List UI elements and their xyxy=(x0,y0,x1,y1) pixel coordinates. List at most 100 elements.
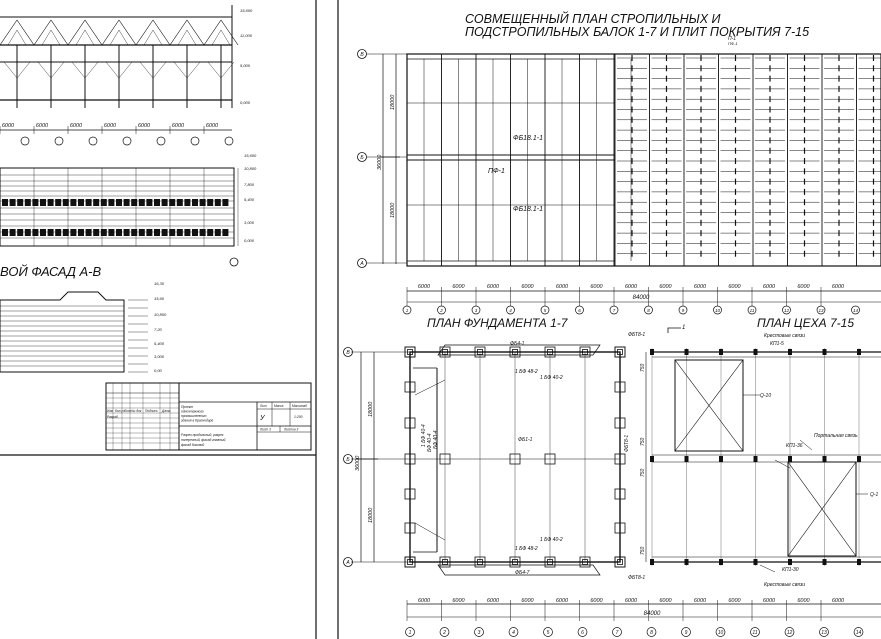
tb-desc-1: Разрез продольный, разрез xyxy=(181,433,224,437)
bottom-axis-col: 13 xyxy=(821,630,827,636)
tb-mass-hdr: Масса xyxy=(274,404,284,408)
truss-web xyxy=(16,29,27,46)
facade-window xyxy=(70,229,77,236)
side-elev-6: 3,000 xyxy=(154,354,165,359)
facade-window xyxy=(40,229,46,236)
found-pad-edge xyxy=(614,488,626,500)
roof-label-fb-2: ФБ18.1-1 xyxy=(513,206,543,213)
roof-dim-span: 6000 xyxy=(418,284,431,290)
bottom-axis-col: 2 xyxy=(442,630,446,636)
found-label-bf-top1: 1 БФ 48-2 xyxy=(515,369,538,375)
roof-dim-span: 6000 xyxy=(556,284,569,290)
brace xyxy=(207,61,222,79)
bottom-dim-span: 6000 xyxy=(556,598,569,604)
roof-axis-col: 10 xyxy=(715,308,721,313)
truss-web xyxy=(41,29,52,46)
facade-window xyxy=(78,229,84,236)
facade-window xyxy=(32,199,39,206)
facade-window xyxy=(154,199,160,206)
found-label-fb4-bot: ФБ4-7 xyxy=(515,570,530,576)
found-pad-core xyxy=(547,559,553,565)
roof-row-axes xyxy=(357,49,407,268)
side-elev-1: 16,30 xyxy=(154,281,165,286)
roof-axis-col: 6 xyxy=(578,308,581,313)
roof-dim-v-2: 18000 xyxy=(390,202,396,218)
facade-window xyxy=(169,199,176,206)
found-pad-core xyxy=(477,559,483,565)
section-cut-mark xyxy=(667,327,681,333)
side-elevation-marks: 16,30 15,60 10,800 7,20 5,400 3,000 0,00 xyxy=(154,281,167,373)
roof-axis-row-b: Б xyxy=(360,155,364,161)
truss-chord xyxy=(0,19,18,46)
roof-dim-span: 6000 xyxy=(521,284,534,290)
roof-dim-span: 6000 xyxy=(487,284,500,290)
shop-label-q1: Q-1 xyxy=(870,492,879,498)
truss-chord xyxy=(16,19,35,46)
bottom-dim-span: 6000 xyxy=(797,598,810,604)
facade-window xyxy=(123,229,130,236)
truss-chord xyxy=(169,19,188,46)
roof-dim-span: 6000 xyxy=(728,284,741,290)
roof-axis-col-bubble xyxy=(747,305,757,315)
truss-web xyxy=(50,29,61,46)
facade-window xyxy=(108,229,115,236)
tb-scale-hdr: Масштаб xyxy=(292,404,307,408)
dim-750-2: 750 xyxy=(640,437,646,446)
found-pad xyxy=(509,556,521,568)
section-dim-label: 6000 xyxy=(104,123,117,129)
bottom-dim-span: 6000 xyxy=(694,598,707,604)
truss-web xyxy=(143,29,154,46)
facade-window xyxy=(184,199,191,206)
facade-window xyxy=(100,229,107,236)
truss-chord xyxy=(220,19,239,46)
found-axis-row-v: В xyxy=(346,350,350,356)
bottom-dim-span: 6000 xyxy=(728,598,741,604)
found-pad-core xyxy=(512,349,518,355)
roof-axis-row-a: А xyxy=(359,261,364,267)
found-pad-core xyxy=(477,349,483,355)
truss-chord xyxy=(152,19,171,46)
bottom-dim-span: 6000 xyxy=(832,598,845,604)
facade-window xyxy=(161,199,168,206)
truss-web xyxy=(177,29,188,46)
facade-window xyxy=(62,229,69,236)
brace xyxy=(37,61,52,79)
facade-window xyxy=(9,199,16,206)
roof-dim-span: 6000 xyxy=(832,284,845,290)
tb-col-list: Лист xyxy=(123,409,133,413)
bottom-dim-span: 6000 xyxy=(487,598,500,604)
found-pad-edge xyxy=(404,488,416,500)
facade-window xyxy=(93,229,100,236)
found-pad xyxy=(439,346,451,358)
facade-window xyxy=(161,229,168,236)
facade-window xyxy=(85,229,92,236)
section-dim-label: 6000 xyxy=(2,123,15,129)
roof-label-pf: ПФ-1 xyxy=(488,168,505,175)
bottom-axis-col: 10 xyxy=(718,630,724,636)
dim-750-4: 750 xyxy=(640,546,646,555)
truss-chord xyxy=(50,19,69,46)
facade-window xyxy=(17,199,24,206)
bottom-axis-col-bubble xyxy=(819,627,829,637)
truss-chord xyxy=(101,19,120,46)
shop-label-kp1-30: КП1-30 xyxy=(782,567,799,573)
shop-label-kp1-5: КП1-5 xyxy=(770,341,784,347)
side-facade xyxy=(0,291,148,373)
bottom-axis-col: 4 xyxy=(512,630,515,636)
roof-axis-col-bubble xyxy=(506,305,515,315)
roof-dim-span: 6000 xyxy=(763,284,776,290)
bottom-axis-col: 14 xyxy=(856,630,862,636)
facade-window xyxy=(40,199,46,206)
bottom-axis-col-bubble xyxy=(784,627,795,637)
roof-axis-col: 1 xyxy=(406,308,409,313)
elev-mark-1: 15,600 xyxy=(240,8,253,13)
bottom-axis-col: 1 xyxy=(409,630,412,636)
found-pad-core xyxy=(617,559,623,565)
facade-elev-2: 10,800 xyxy=(244,166,257,171)
facade-window xyxy=(176,229,183,236)
roof-axis-col-bubble xyxy=(609,305,619,315)
section-dim-label: 6000 xyxy=(138,123,151,129)
bottom-axis-col-bubble xyxy=(612,627,622,637)
found-label-fbt8-mid: ФБТ8-1 xyxy=(624,435,630,452)
